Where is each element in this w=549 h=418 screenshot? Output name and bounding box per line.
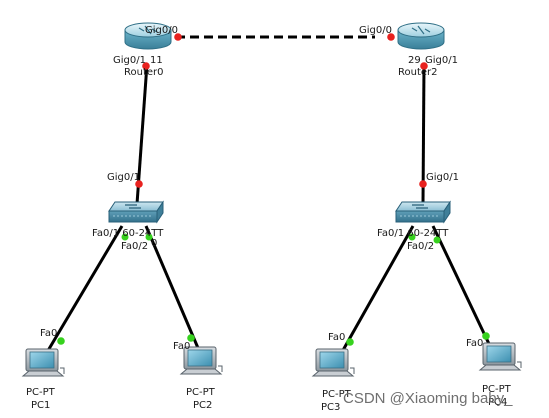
pc1[interactable] [21,348,65,377]
router0[interactable] [124,22,172,50]
label-router2-name: Router2 [398,67,438,78]
label-switch-left-tail: 0 [151,238,157,249]
link-switch-right-pc4[interactable] [431,225,492,347]
port-dot-pc3-fa0 [346,338,354,346]
port-dot-router0-gig01 [142,62,150,70]
label-router2-gig00: Gig0/0 [359,25,392,36]
port-dot-pc4-fa0 [482,332,490,340]
label-router0-model: 11 [150,55,163,66]
label-pc2-fa0: Fa0 [173,341,190,352]
label-switch-left-gig01: Gig0/1 [107,172,140,183]
port-dot-switch-left-fa02 [145,233,153,241]
label-router2-model: 29 [408,55,421,66]
pc3[interactable] [311,348,355,377]
port-dot-router2-gig01 [420,62,428,70]
label-switch-right-gig01: Gig0/1 [426,172,459,183]
label-pc1-fa0: Fa0 [40,328,57,339]
link-switch-right-pc3[interactable] [340,225,415,353]
label-switch-left-model: Fa0/1 60-24TT [92,228,164,239]
label-router0-gig00: Gig0/0 [145,25,178,36]
port-dot-router2-gig00 [387,33,395,41]
label-pc4-name: PC4 [488,397,507,408]
label-router2-gig01: Gig0/1 [425,55,458,66]
port-dot-switch-right-gig01 [419,180,427,188]
label-pc4-type: PC-PT [482,384,512,395]
label-pc4-fa0: Fa0 [466,338,483,349]
router2[interactable] [397,22,445,50]
label-pc1-name: PC1 [31,400,50,411]
port-dot-router0-gig00 [174,33,182,41]
label-switch-right-model: Fa0/1 60-24TT [377,228,449,239]
label-pc1-type: PC-PT [26,387,56,398]
label-pc3-type: PC-PT [322,389,352,400]
label-router0-name: Router0 [124,67,164,78]
label-pc3-fa0: Fa0 [328,332,345,343]
switch-left[interactable] [108,200,164,224]
pc4[interactable] [478,342,522,371]
switch-right[interactable] [395,200,451,224]
label-pc2-type: PC-PT [186,387,216,398]
pc2[interactable] [179,346,223,375]
link-switch-left-pc2[interactable] [144,225,200,349]
label-switch-left-fa02: Fa0/2 [121,241,148,252]
port-dot-pc2-fa0 [187,334,195,342]
port-dot-switch-right-fa01 [408,233,416,241]
label-switch-right-fa02: Fa0/2 [407,241,434,252]
port-dot-switch-right-fa02 [433,236,441,244]
port-dot-pc1-fa0 [57,337,65,345]
link-switch-left-pc1[interactable] [44,225,124,355]
label-router0-gig01: Gig0/1 [113,55,146,66]
watermark-text: CSDN @Xiaoming baby_ [343,390,513,407]
label-pc3-name: PC3 [321,402,340,413]
port-dot-switch-left-fa01 [121,233,129,241]
port-dot-switch-left-gig01 [135,180,143,188]
label-pc2-name: PC2 [193,400,212,411]
